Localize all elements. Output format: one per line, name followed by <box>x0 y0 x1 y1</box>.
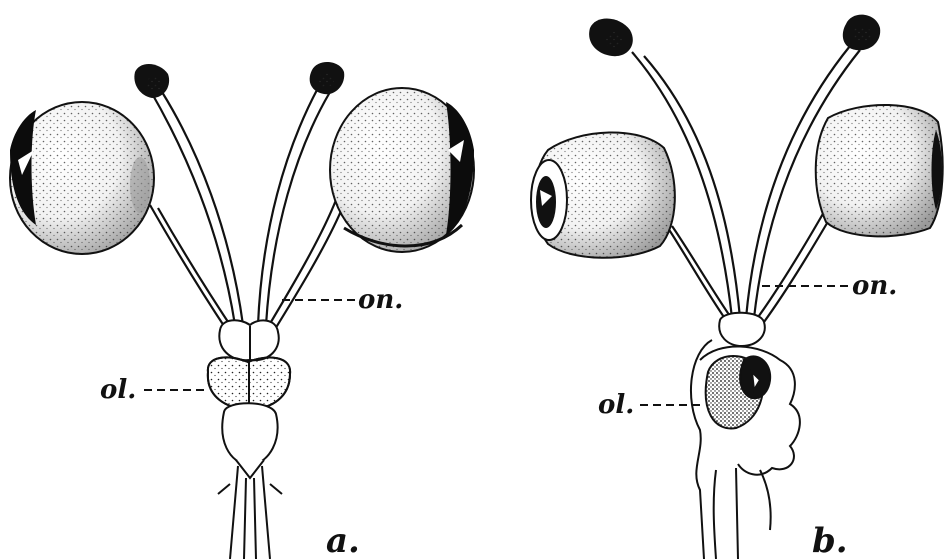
label-optic-lobe-b: ol. <box>598 390 634 420</box>
eye-right-b <box>816 105 943 236</box>
eye-left-b <box>531 132 675 257</box>
caption-a: a. <box>326 521 360 559</box>
stalk-tip-left-b <box>589 18 633 56</box>
panel-b: on. ol. b. <box>531 15 943 559</box>
brain-b <box>691 313 800 559</box>
caption-b: b. <box>812 521 848 559</box>
optic-nerves-a <box>150 88 344 334</box>
stalk-tip-right-a <box>310 62 345 94</box>
label-optic-lobe-a: ol. <box>100 375 136 405</box>
label-optic-nerve-a: on. <box>358 285 403 315</box>
eye-right-a <box>330 88 474 252</box>
stalk-tip-left-a <box>134 64 169 98</box>
brain-a <box>208 320 290 559</box>
stalk-tip-right-b <box>843 15 880 51</box>
eye-left-a <box>10 102 154 254</box>
panel-a: on. ol. a. <box>10 62 474 559</box>
label-optic-nerve-b: on. <box>852 271 897 301</box>
